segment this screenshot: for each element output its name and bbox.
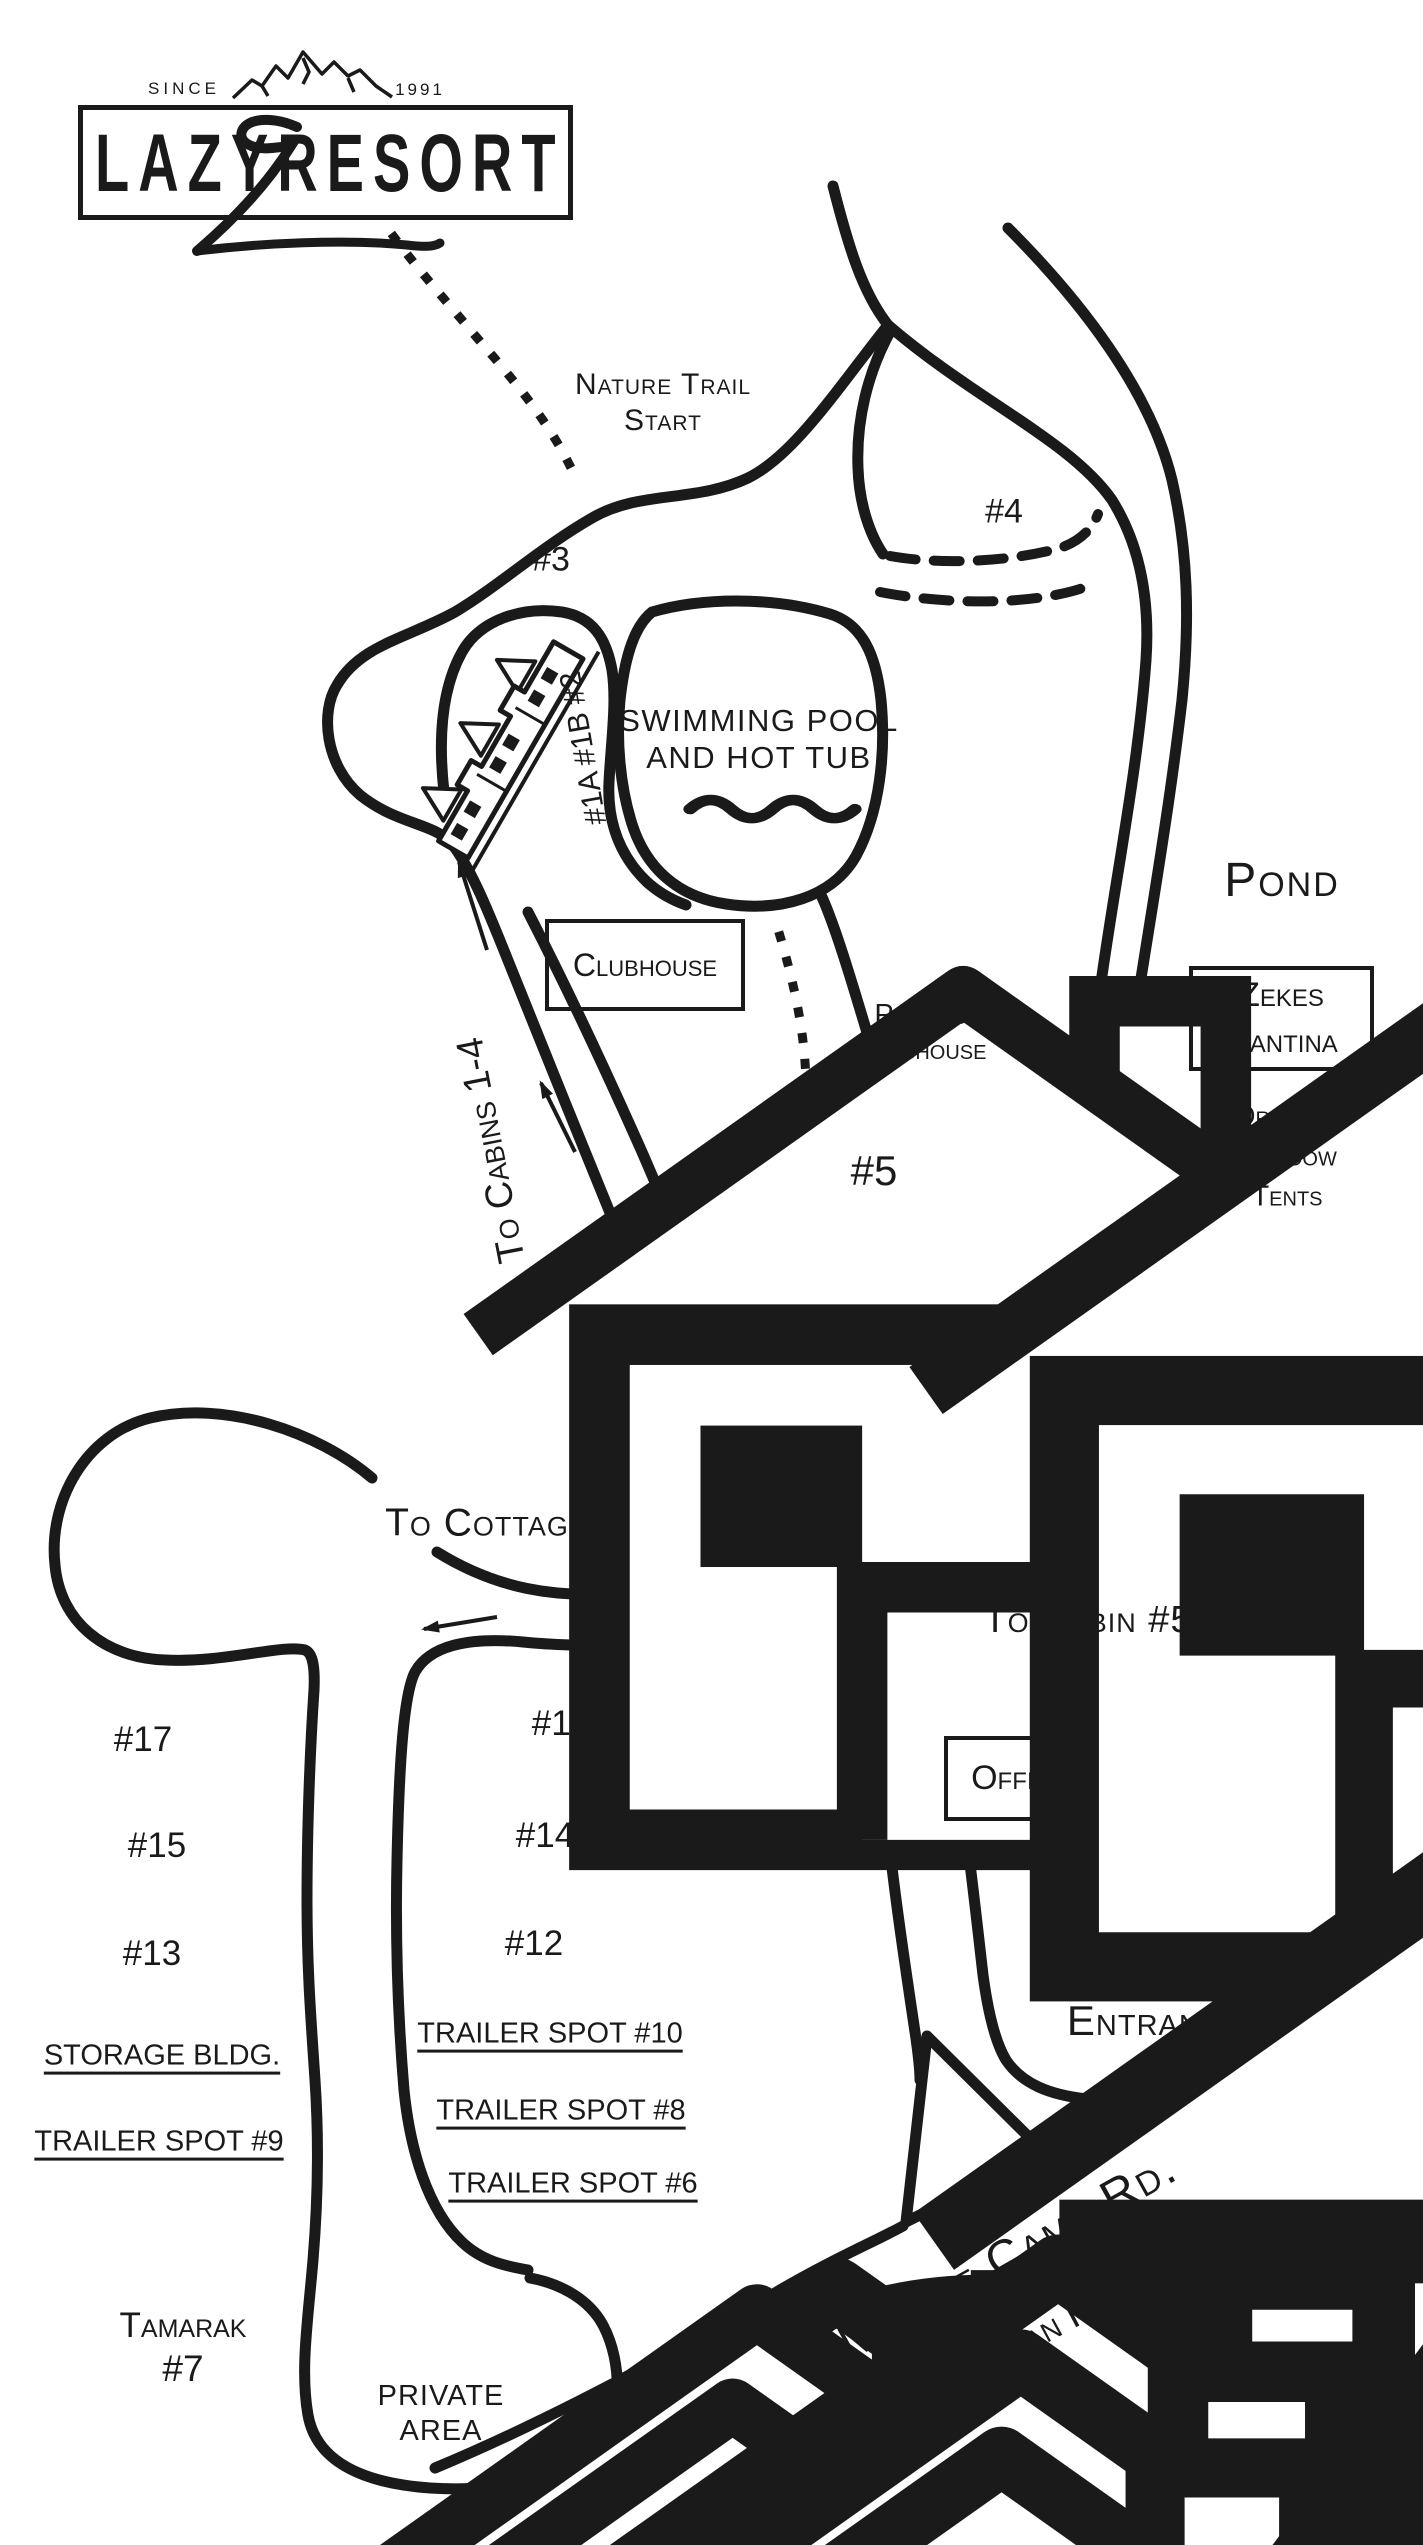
road-cabins-loop bbox=[435, 605, 692, 911]
tents-label-orchard: Orchard bbox=[1232, 1100, 1342, 1133]
pond-label: Pond bbox=[1224, 854, 1340, 908]
logo-word-right: RESORT bbox=[277, 116, 565, 209]
road-dashed-cabin4-lower bbox=[875, 577, 1100, 607]
cabin-3-label: #3 bbox=[532, 540, 570, 579]
zekes-cantina-label-2: Cantina bbox=[1225, 1021, 1338, 1060]
logo-box: LAZY RESORT bbox=[78, 105, 573, 220]
logo-since: SINCE bbox=[148, 78, 220, 98]
trailer-spot-9-label: TRAILER SPOT #9 bbox=[34, 2125, 284, 2158]
logo-word-left: LAZY bbox=[95, 116, 278, 209]
cottage-16-label: #16 bbox=[531, 1704, 591, 1743]
road-cabin4-loop-left bbox=[852, 326, 896, 560]
arrow-up-cabins-1 bbox=[457, 859, 489, 951]
cabin-4-label: #4 bbox=[985, 492, 1023, 531]
cottage-15-label: #15 bbox=[127, 1826, 187, 1865]
office-label: Office bbox=[971, 1759, 1067, 1797]
nature-trail-dots bbox=[387, 230, 579, 477]
cottage-12-label: #12 bbox=[504, 1924, 564, 1963]
trailer-spot-10-label: TRAILER SPOT #10 bbox=[417, 2017, 683, 2050]
arrow-to-cottages-2 bbox=[421, 1615, 498, 1633]
to-cottages-label: To Cottages bbox=[385, 1501, 607, 1545]
storage-bldg-label: STORAGE BLDG. bbox=[43, 2039, 281, 2072]
cottage-13-label: #13 bbox=[122, 1934, 182, 1973]
trailer-spot-8-label: TRAILER SPOT #8 bbox=[436, 2094, 686, 2127]
logo-mountains-icon bbox=[231, 50, 393, 100]
cabin-row-1a-1b-2-icon bbox=[420, 639, 601, 877]
cabin-5-label: #5 bbox=[850, 1146, 898, 1194]
road-cottages-lower-edge bbox=[390, 1635, 794, 2276]
office-box: Office bbox=[944, 1736, 1094, 1821]
logo-year: 1991 bbox=[395, 79, 445, 99]
cottage-17-label: #17 bbox=[113, 1720, 173, 1759]
pool-waves-icon bbox=[690, 800, 855, 818]
tamarak-label: Tamarak #7 bbox=[119, 2305, 247, 2389]
trailer-spot-6-label: TRAILER SPOT #6 bbox=[448, 2167, 698, 2200]
tents-label-meadow: Meadow bbox=[1237, 1140, 1337, 1173]
cottage-14-label: #14 bbox=[515, 1816, 575, 1855]
arrow-up-cabins-2 bbox=[539, 1080, 577, 1153]
logo-z-script bbox=[192, 114, 445, 256]
tents-label-tents: Tents bbox=[1251, 1180, 1323, 1213]
to-cabin5-label: To Cabin #5 bbox=[983, 1599, 1193, 1642]
clubhouse-label: Clubhouse bbox=[572, 946, 718, 983]
road-dashed-cabin4-upper bbox=[885, 509, 1103, 567]
zekes-cantina-box: Zekes Cantina bbox=[1189, 966, 1374, 1071]
zekes-cantina-label-1: Zekes bbox=[1239, 975, 1324, 1014]
clubhouse-box: Clubhouse bbox=[545, 919, 745, 1011]
road-top-left-branch bbox=[827, 180, 894, 331]
road-pool-loop bbox=[613, 595, 889, 912]
entrance-label: Entrance bbox=[1066, 1996, 1244, 2044]
